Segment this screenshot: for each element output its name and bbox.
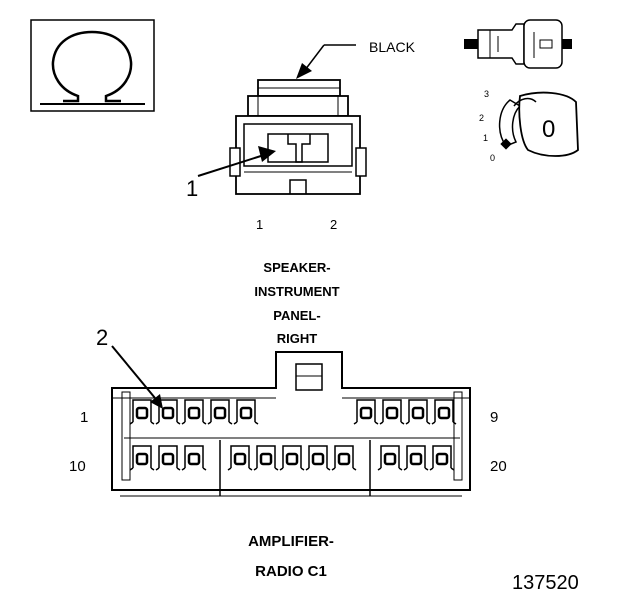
svg-text:PANEL-: PANEL- [273,308,320,323]
callout-2-label: 2 [96,325,108,350]
speaker-pin-1-label: 1 [256,217,263,232]
amp-pin-10-label: 10 [69,458,86,475]
svg-text:RIGHT: RIGHT [277,331,318,346]
svg-text:INSTRUMENT: INSTRUMENT [254,284,339,299]
pin-cavity-6 [353,399,379,425]
pin-cavity-11 [155,445,181,471]
callout-1: 1 [186,146,276,201]
callout-2: 2 [96,325,163,409]
rotation-knob-label: 0 [542,116,555,143]
svg-text:SPEAKER-: SPEAKER- [263,260,330,275]
pin-cavity-5 [233,399,259,425]
rotation-knob-icon: 0 3 2 1 0 [479,89,579,163]
amplifier-connector [111,351,471,497]
pin-cavity-3 [181,399,207,425]
omega-icon [30,19,155,112]
pin-cavity-8 [405,399,431,425]
rotation-scale-1: 1 [483,133,488,143]
pin-cavity-10 [129,445,155,471]
svg-text:RADIO C1: RADIO C1 [255,563,327,580]
pin-cavity-14 [253,445,279,471]
wire-color-callout: BLACK [296,39,416,79]
pin-cavity-17 [331,445,357,471]
pin-cavity-18 [377,445,403,471]
amp-pin-9-label: 9 [490,409,498,426]
connector-side-icon [464,19,572,69]
pin-cavity-9 [431,399,457,425]
rotation-scale-0: 0 [490,153,495,163]
pin-cavity-1 [129,399,155,425]
pin-cavity-19 [403,445,429,471]
rotation-scale-2: 2 [479,113,484,123]
speaker-connector-name: SPEAKER- INSTRUMENT PANEL- RIGHT [254,260,339,346]
pin-cavity-13 [227,445,253,471]
pin-cavity-12 [181,445,207,471]
amp-pin-1-label: 1 [80,409,88,426]
amplifier-connector-name: AMPLIFIER- RADIO C1 [248,533,334,580]
pin-cavity-7 [379,399,405,425]
amp-pin-20-label: 20 [490,458,507,475]
pin-cavity-2 [155,399,181,425]
callout-1-label: 1 [186,176,198,201]
pin-cavity-20 [429,445,455,471]
pin-cavity-4 [207,399,233,425]
svg-text:AMPLIFIER-: AMPLIFIER- [248,533,334,550]
figure-number: 137520 [512,572,579,594]
pin-cavity-16 [305,445,331,471]
speaker-pin-2-label: 2 [330,217,337,232]
wire-color-label: BLACK [369,39,416,55]
pin-cavity-15 [279,445,305,471]
speaker-connector [229,79,367,195]
rotation-scale-3: 3 [484,89,489,99]
